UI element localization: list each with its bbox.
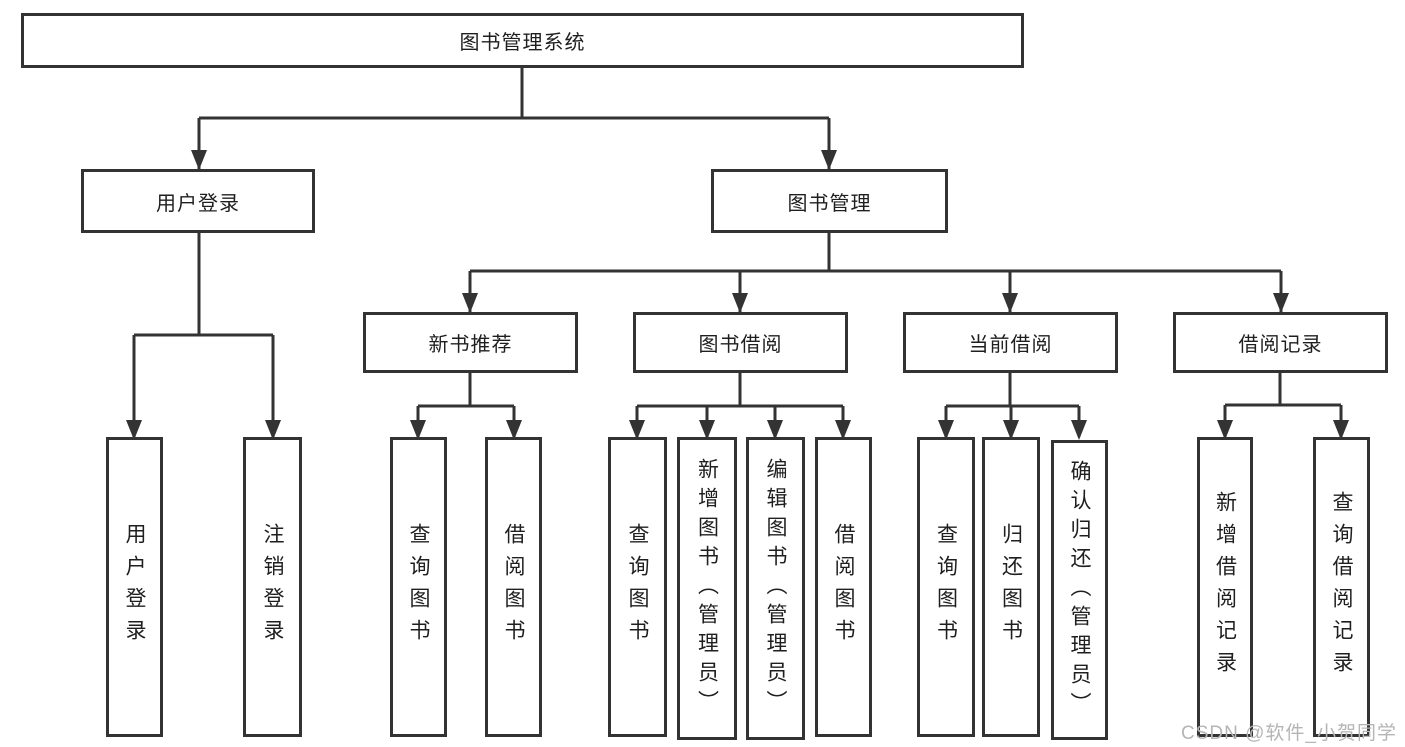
leaf-current-return-books: 归还图书 [982, 437, 1040, 737]
node-book-borrowing: 图书借阅 [633, 312, 848, 373]
node-borrow-records: 借阅记录 [1173, 312, 1388, 373]
watermark: CSDN @软件_小贺同学 [1181, 723, 1397, 744]
leaf-borrowing-edit-books-admin: 编辑图书（管理员） [746, 437, 805, 740]
node-new-book-recommend: 新书推荐 [363, 312, 578, 373]
node-user-login: 用户登录 [81, 169, 315, 233]
leaf-borrowing-borrow-books: 借阅图书 [815, 437, 872, 737]
leaf-recommend-query-books: 查询图书 [390, 437, 447, 737]
node-root-library-system: 图书管理系统 [21, 13, 1024, 68]
node-current-borrowing: 当前借阅 [903, 312, 1118, 373]
leaf-borrowing-query-books: 查询图书 [608, 437, 667, 737]
leaf-logout: 注销登录 [243, 437, 302, 737]
leaf-recommend-borrow-books: 借阅图书 [485, 437, 542, 737]
leaf-current-confirm-return-admin: 确认归还（管理员） [1051, 440, 1108, 740]
leaf-records-query-record: 查询借阅记录 [1313, 437, 1370, 737]
leaf-records-add-record: 新增借阅记录 [1197, 437, 1253, 737]
leaf-user-login: 用户登录 [106, 437, 163, 737]
leaf-borrowing-add-books-admin: 新增图书（管理员） [677, 437, 737, 740]
arrowheads [126, 150, 1349, 440]
leaf-current-query-books: 查询图书 [917, 437, 975, 737]
node-book-management: 图书管理 [711, 169, 948, 233]
